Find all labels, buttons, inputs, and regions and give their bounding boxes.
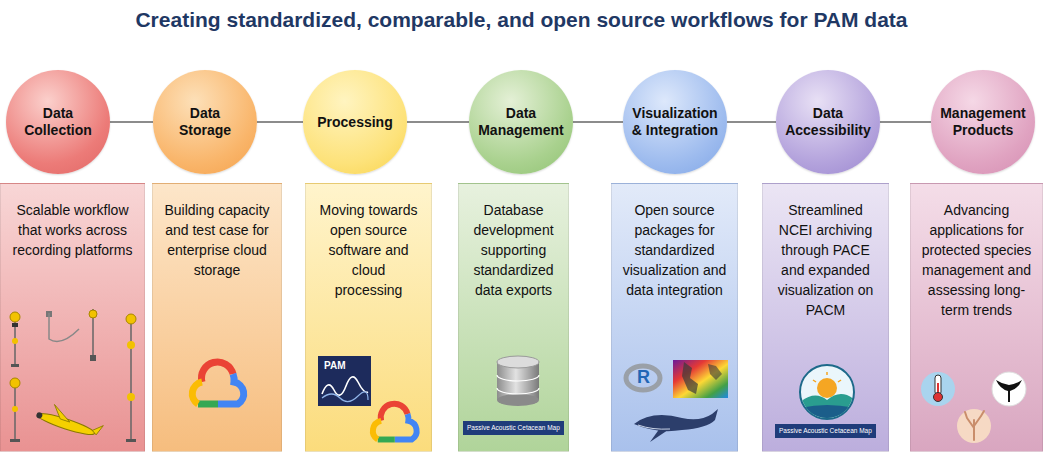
visualization-pictures: [612, 354, 739, 450]
mooring-e: [126, 314, 136, 442]
stage-circle: Management Products: [931, 70, 1035, 174]
thermometer-icon: [921, 372, 955, 406]
coral-icon: [957, 409, 991, 443]
software-logo: [318, 356, 371, 406]
stage-circle: Data Collection: [6, 70, 110, 174]
description-panel: Database development supporting standard…: [458, 183, 569, 452]
processing-icons: PAM: [306, 354, 431, 450]
mooring-a: [10, 312, 20, 367]
map-badge: Passive Acoustic Cetacean Map: [463, 421, 564, 435]
stage-name: Processing: [317, 114, 392, 131]
platform-icons: [1, 309, 144, 449]
database-icons: Passive Acoustic Cetacean Map: [459, 354, 568, 450]
mooring-b: [10, 378, 20, 442]
cloud-icons: [153, 354, 281, 450]
hydrophone-pole: [46, 311, 79, 341]
database-symbol: [459, 354, 570, 450]
stage-name: Visualization & Integration: [630, 105, 720, 139]
r-logo-ring: [626, 366, 660, 390]
stage-circle: Data Storage: [153, 70, 257, 174]
stage-circle: Processing: [303, 70, 407, 174]
panel-description: Open source packages for standardized vi…: [622, 200, 727, 300]
panel-description: Database development supporting standard…: [469, 200, 558, 300]
flow-connector: [880, 121, 931, 123]
description-panel: Streamlined NCEI archiving through PACE …: [762, 183, 889, 452]
logo-text: PAM: [324, 360, 345, 372]
stage-name: Management Products: [938, 105, 1028, 139]
whale: [634, 409, 718, 442]
whale-tail-icon: [992, 372, 1026, 406]
accessibility-icons: Passive Acoustic Cetacean Map: [763, 354, 888, 450]
description-panel: Open source packages for standardized vi…: [611, 183, 738, 452]
stage-circle: Data Accessibility: [776, 70, 880, 174]
mooring-d: [89, 309, 97, 361]
recording-platforms: [1, 309, 146, 449]
flow-connector: [110, 121, 153, 123]
panel-description: Scalable workflow that works across reco…: [11, 200, 134, 260]
cloud-logo: [153, 354, 283, 450]
description-panel: Moving towards open source software and …: [305, 183, 432, 452]
heat-map: [673, 360, 728, 398]
management-symbols: [911, 354, 1043, 450]
diagram-title: Creating standardized, comparable, and o…: [0, 8, 1043, 32]
panel-description: Advancing applications for protected spe…: [921, 200, 1032, 320]
stage-name: Data Collection: [20, 105, 96, 139]
flow-connector: [727, 121, 776, 123]
description-panel: Building capacity and test case for ente…: [152, 183, 282, 452]
panel-description: Streamlined NCEI archiving through PACE …: [773, 200, 878, 320]
visualization-icons: R: [612, 354, 737, 450]
stage-name: Data Accessibility: [783, 105, 873, 139]
panel-description: Moving towards open source software and …: [316, 200, 421, 300]
panel-description: Building capacity and test case for ente…: [163, 200, 271, 280]
map-badge: Passive Acoustic Cetacean Map: [775, 424, 876, 438]
cloud-shape: [192, 362, 243, 404]
flow-connector: [573, 121, 623, 123]
flow-connector: [257, 121, 303, 123]
stage-circle: Visualization & Integration: [623, 70, 727, 174]
description-panel: Advancing applications for protected spe…: [910, 183, 1043, 452]
stage-name: Data Storage: [167, 105, 243, 139]
flow-connector: [407, 121, 469, 123]
stage-name: Data Management: [476, 105, 566, 139]
cloud-logo: [373, 404, 417, 440]
management-icons: [911, 354, 1042, 450]
description-panel: Scalable workflow that works across reco…: [0, 183, 145, 452]
stage-circle: Data Management: [469, 70, 573, 174]
glider: [35, 400, 105, 440]
logo-letter: R: [637, 367, 650, 387]
